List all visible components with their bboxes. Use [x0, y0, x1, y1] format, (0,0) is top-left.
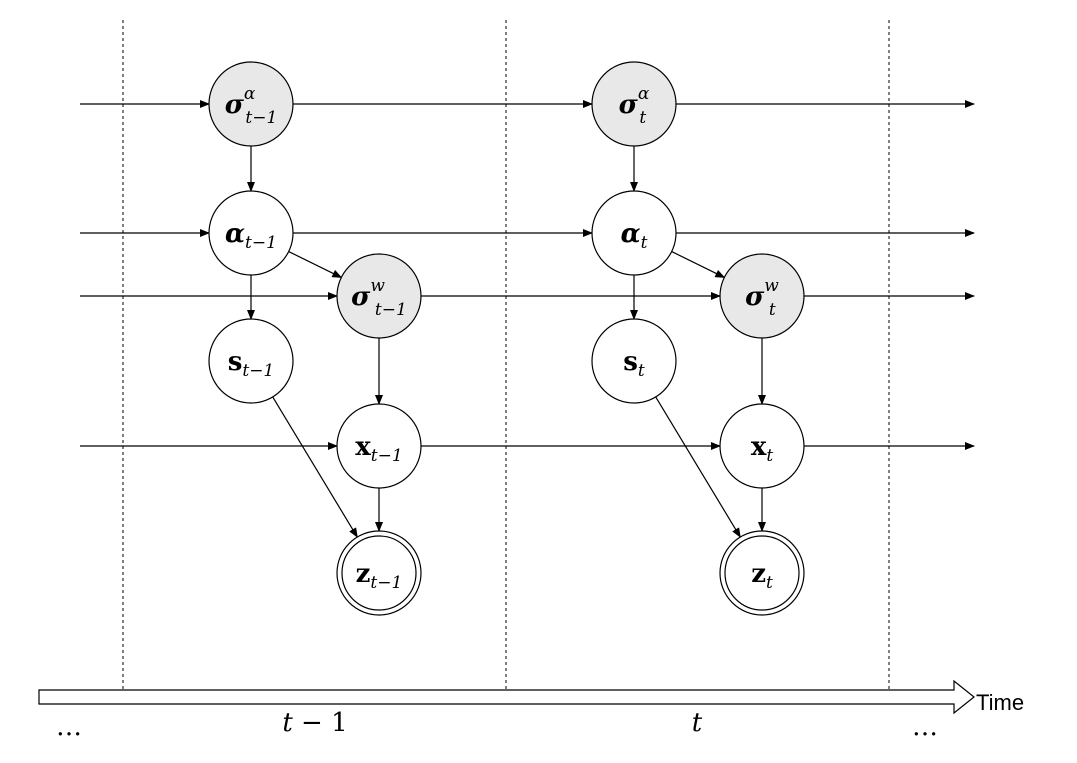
node-label: xt−1 — [355, 432, 402, 466]
node-x-t: xt — [719, 403, 805, 489]
node-label-base: σ — [225, 90, 245, 120]
node-label-sub: t−1 — [245, 108, 277, 128]
node-inner-ring — [341, 535, 417, 611]
node-label-sup: w — [370, 276, 385, 296]
node-label: zt−1 — [356, 559, 403, 593]
node-label-base: α — [225, 219, 245, 249]
time-axis-label: Time — [976, 690, 1024, 715]
node-label-base: σ — [745, 282, 765, 312]
node-label-base: z — [751, 559, 766, 589]
node-label-sub: t — [639, 108, 646, 128]
node-z-t: zt — [719, 530, 805, 616]
node-label-sup: α — [244, 84, 256, 104]
node-label-sub: t — [766, 446, 773, 466]
node-label-sub: t−1 — [375, 300, 407, 320]
node-label: st−1 — [228, 347, 275, 381]
edges-layer — [80, 100, 975, 538]
time-slice-label-prev: t − 1 — [282, 708, 347, 738]
time-slice-label-part: t — [282, 708, 293, 738]
node-circle — [336, 253, 422, 339]
node-z-prev: zt−1 — [336, 530, 422, 616]
node-s-t: st — [591, 318, 677, 404]
node-label: σα t−1 — [225, 84, 278, 128]
time-axis: Time … … t − 1 t — [38, 679, 1024, 742]
node-sigma-alpha-prev: σα t−1 — [208, 61, 294, 147]
node-label-sub: t — [638, 361, 645, 381]
node-label-sub: t — [641, 233, 648, 253]
node-circle — [591, 61, 677, 147]
node-circle — [591, 190, 677, 276]
time-slice-label-part: t — [692, 708, 703, 738]
node-s-prev: st−1 — [208, 318, 294, 404]
node-circle — [719, 253, 805, 339]
node-label: αt — [621, 219, 648, 253]
node-label-sup: w — [764, 276, 779, 296]
node-circle — [719, 403, 805, 489]
node-label-sup: α — [638, 84, 650, 104]
node-circle — [208, 190, 294, 276]
node-circle — [591, 318, 677, 404]
node-label-sub: t−1 — [245, 233, 277, 253]
node-alpha-prev: αt−1 — [208, 190, 294, 276]
node-label-sub: t — [766, 573, 773, 593]
node-label: αt−1 — [225, 219, 277, 253]
node-circle — [336, 530, 422, 616]
node-alpha-t: αt — [591, 190, 677, 276]
node-circle — [719, 530, 805, 616]
node-label: xt — [751, 432, 774, 466]
node-label-base: σ — [619, 90, 639, 120]
time-slice-label-current: t — [692, 708, 703, 738]
node-label-base: s — [228, 347, 243, 377]
node-label-sub: t−1 — [242, 361, 274, 381]
node-label-base: z — [356, 559, 371, 589]
node-label-base: x — [355, 432, 371, 462]
node-label-base: s — [623, 347, 638, 377]
edge-alpha_t-to-sigma_w_t — [671, 251, 726, 278]
node-label-sub: t — [769, 300, 776, 320]
node-label: σw t−1 — [351, 276, 407, 320]
node-circle — [208, 318, 294, 404]
node-label: st — [623, 347, 645, 381]
node-circle — [208, 61, 294, 147]
node-label-base: x — [751, 432, 767, 462]
node-label-sub: t−1 — [371, 446, 403, 466]
node-label: zt — [751, 559, 773, 593]
node-x-prev: xt−1 — [336, 403, 422, 489]
node-circle — [336, 403, 422, 489]
time-slice-label-part: − 1 — [293, 708, 348, 738]
node-inner-ring — [724, 535, 800, 611]
ellipsis-right: … — [912, 712, 938, 742]
ellipsis-left: … — [56, 712, 82, 742]
edge-s_prev-to-z_prev — [272, 396, 358, 538]
node-sigma-w-prev: σw t−1 — [336, 253, 422, 339]
time-axis-arrow — [38, 679, 975, 715]
node-label-base: σ — [351, 282, 371, 312]
node-label-sub: t−1 — [370, 573, 402, 593]
edge-alpha_prev-to-sigma_w_prev — [288, 251, 343, 278]
edge-s_t-to-z_t — [655, 396, 741, 538]
node-label-base: α — [621, 219, 641, 249]
